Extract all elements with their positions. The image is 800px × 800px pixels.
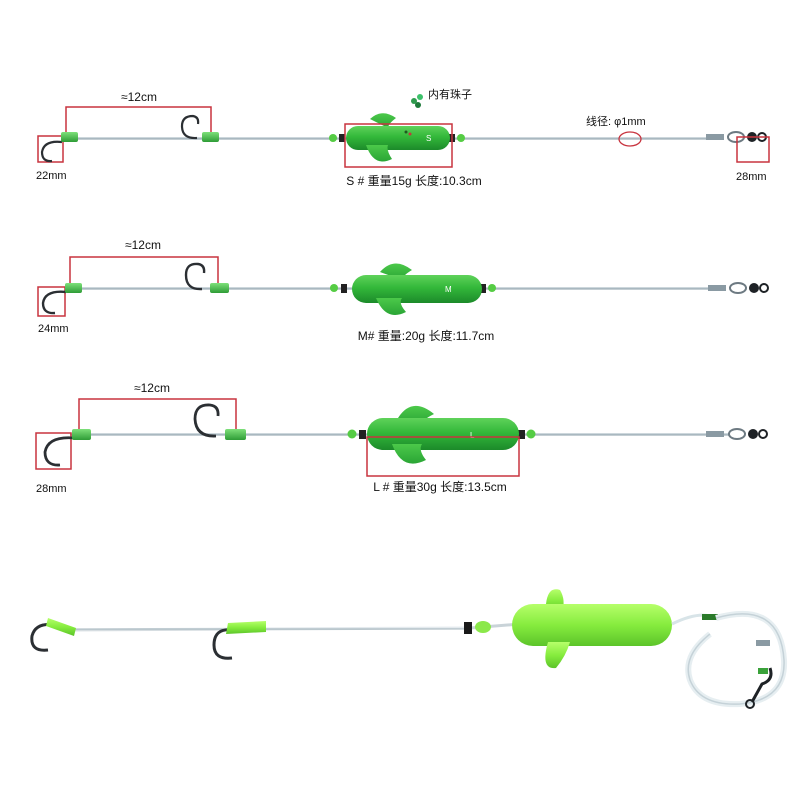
left-hook-box xyxy=(35,432,72,470)
hook-sleeve xyxy=(226,621,266,634)
stopper xyxy=(518,430,525,439)
bead-icon xyxy=(415,102,421,108)
left-hook-icon xyxy=(40,140,63,163)
bead-icon xyxy=(417,94,423,100)
swivel-icon xyxy=(749,283,759,293)
bead xyxy=(526,429,536,439)
float-body xyxy=(512,604,672,646)
float-measure-box xyxy=(366,436,520,477)
bead-note: 内有珠子 xyxy=(428,87,472,101)
crimp xyxy=(706,431,724,437)
float-body xyxy=(367,418,519,450)
snap-icon xyxy=(728,428,746,440)
bead xyxy=(488,284,496,292)
float-size-letter: M xyxy=(445,285,452,294)
float-fin xyxy=(366,145,392,162)
stopper xyxy=(359,430,366,439)
spec-label: M# 重量:20g 长度:11.7cm xyxy=(358,328,495,343)
float-size-letter: S xyxy=(426,134,431,143)
swivel-box xyxy=(736,136,770,163)
right-hook-label: 28mm xyxy=(736,171,767,183)
line-callout xyxy=(618,131,642,147)
assist-hook-icon xyxy=(212,628,233,660)
span-bracket xyxy=(78,398,237,430)
hook-sleeve xyxy=(61,132,78,142)
float-fin xyxy=(392,444,426,464)
bead xyxy=(457,134,465,142)
hook-sleeve xyxy=(46,618,76,636)
crimp xyxy=(706,134,724,140)
bead xyxy=(329,134,337,142)
assist-hook-icon xyxy=(193,403,220,438)
left-hook-box xyxy=(37,286,66,317)
stopper xyxy=(339,134,345,142)
left-hook-icon xyxy=(43,436,75,467)
span-label: ≈12cm xyxy=(134,381,170,395)
hook-sleeve xyxy=(225,429,246,440)
hook-sleeve xyxy=(65,283,82,293)
left-hook-icon xyxy=(41,290,67,315)
float-body xyxy=(346,126,450,150)
bead xyxy=(475,621,491,633)
float-size-letter: L xyxy=(470,431,475,440)
rig-m: ≈12cm 24mm M M# 重量:20g 长度:11.7cm xyxy=(37,238,769,343)
float-fin xyxy=(545,642,570,669)
float-fin xyxy=(370,113,396,128)
assist-hook-icon xyxy=(180,114,200,140)
line-note: 线径: φ1mm xyxy=(586,114,646,128)
spec-label: S # 重量15g 长度:10.3cm xyxy=(346,173,481,188)
spec-label: L # 重量30g 长度:13.5cm xyxy=(373,479,507,494)
leader-loop xyxy=(685,610,788,708)
left-hook-label: 24mm xyxy=(38,323,69,335)
span-bracket xyxy=(65,106,212,133)
rig-photo xyxy=(30,589,788,709)
assist-hook-icon xyxy=(184,262,206,291)
bead xyxy=(347,429,357,439)
bead xyxy=(330,284,338,292)
hook-sleeve xyxy=(210,283,229,293)
rig-l: ≈12cm 28mm L L # 重量30g 长度:13.5cm xyxy=(35,381,768,495)
stopper xyxy=(464,622,472,634)
hook-sleeve xyxy=(72,429,91,440)
crimp xyxy=(708,285,726,291)
rig-s: ≈12cm 22mm S 内有珠子 S # 重量15g 长度:10.3cm 线径 xyxy=(36,87,770,188)
bead-icon xyxy=(411,98,417,104)
left-hook-label: 28mm xyxy=(36,483,67,495)
span-label: ≈12cm xyxy=(121,90,157,104)
stopper xyxy=(341,284,347,293)
stopper xyxy=(480,284,486,293)
span-label: ≈12cm xyxy=(125,238,161,252)
hook-sleeve xyxy=(202,132,219,142)
float-body xyxy=(352,275,482,303)
swivel-icon xyxy=(750,667,773,703)
span-bracket xyxy=(69,256,219,284)
float-measure-box xyxy=(344,123,453,168)
float-fin xyxy=(376,298,406,315)
snap-icon xyxy=(729,282,747,294)
swivel-icon xyxy=(748,429,758,439)
left-hook-label: 22mm xyxy=(36,170,67,182)
